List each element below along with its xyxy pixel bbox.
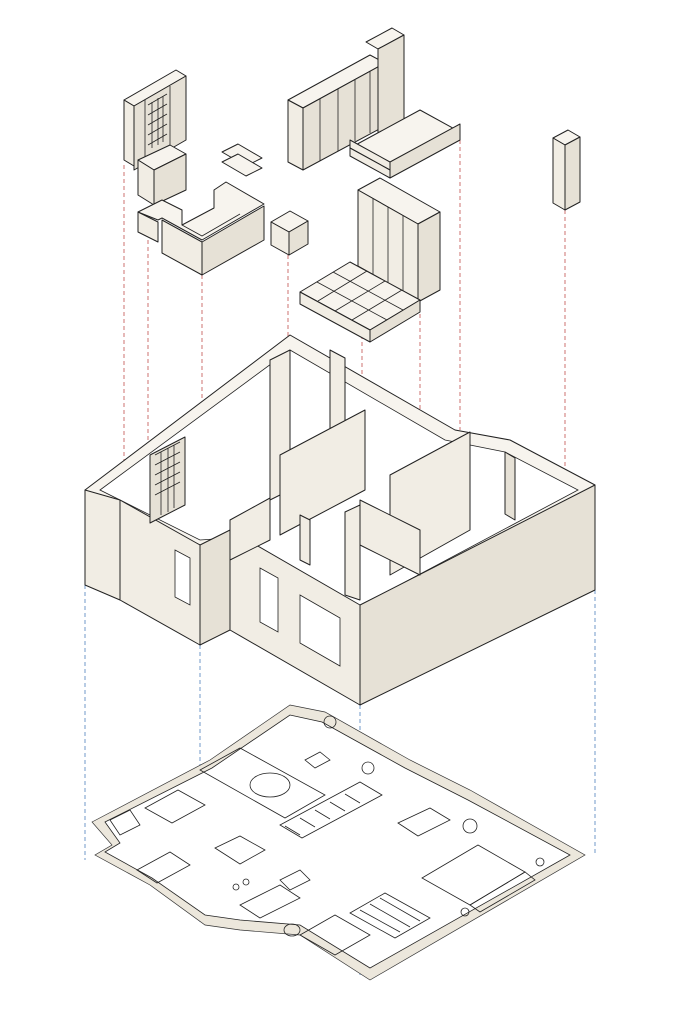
bedroom [397,807,545,917]
storage-cabinets [279,781,383,839]
cabinet-block [137,144,187,206]
built-in-bookshelf [149,436,186,524]
wardrobe-and-bed [299,177,441,343]
floor-plan [91,704,586,981]
windows [174,549,341,667]
dining-area [109,789,206,836]
sectional-sofa [137,181,265,276]
window [259,567,279,633]
exterior-wall-jog [199,529,231,646]
building-shell [84,334,596,706]
exterior-wall-left-end [84,489,121,601]
tall-column-cabinet [552,129,581,211]
bathroom [239,869,311,937]
exterior-wall-right [359,484,596,706]
living-room-furniture [199,715,375,819]
tv-console-pieces [221,143,263,177]
window [174,549,191,606]
interior-partitions [229,349,516,601]
walk-in-closet [299,892,431,956]
side-cabinet [270,210,309,256]
round-rug [249,772,291,798]
floor-plan-interior [104,714,571,969]
window [299,594,341,667]
kitchen [136,835,266,891]
wardrobe-and-desk [287,27,461,179]
